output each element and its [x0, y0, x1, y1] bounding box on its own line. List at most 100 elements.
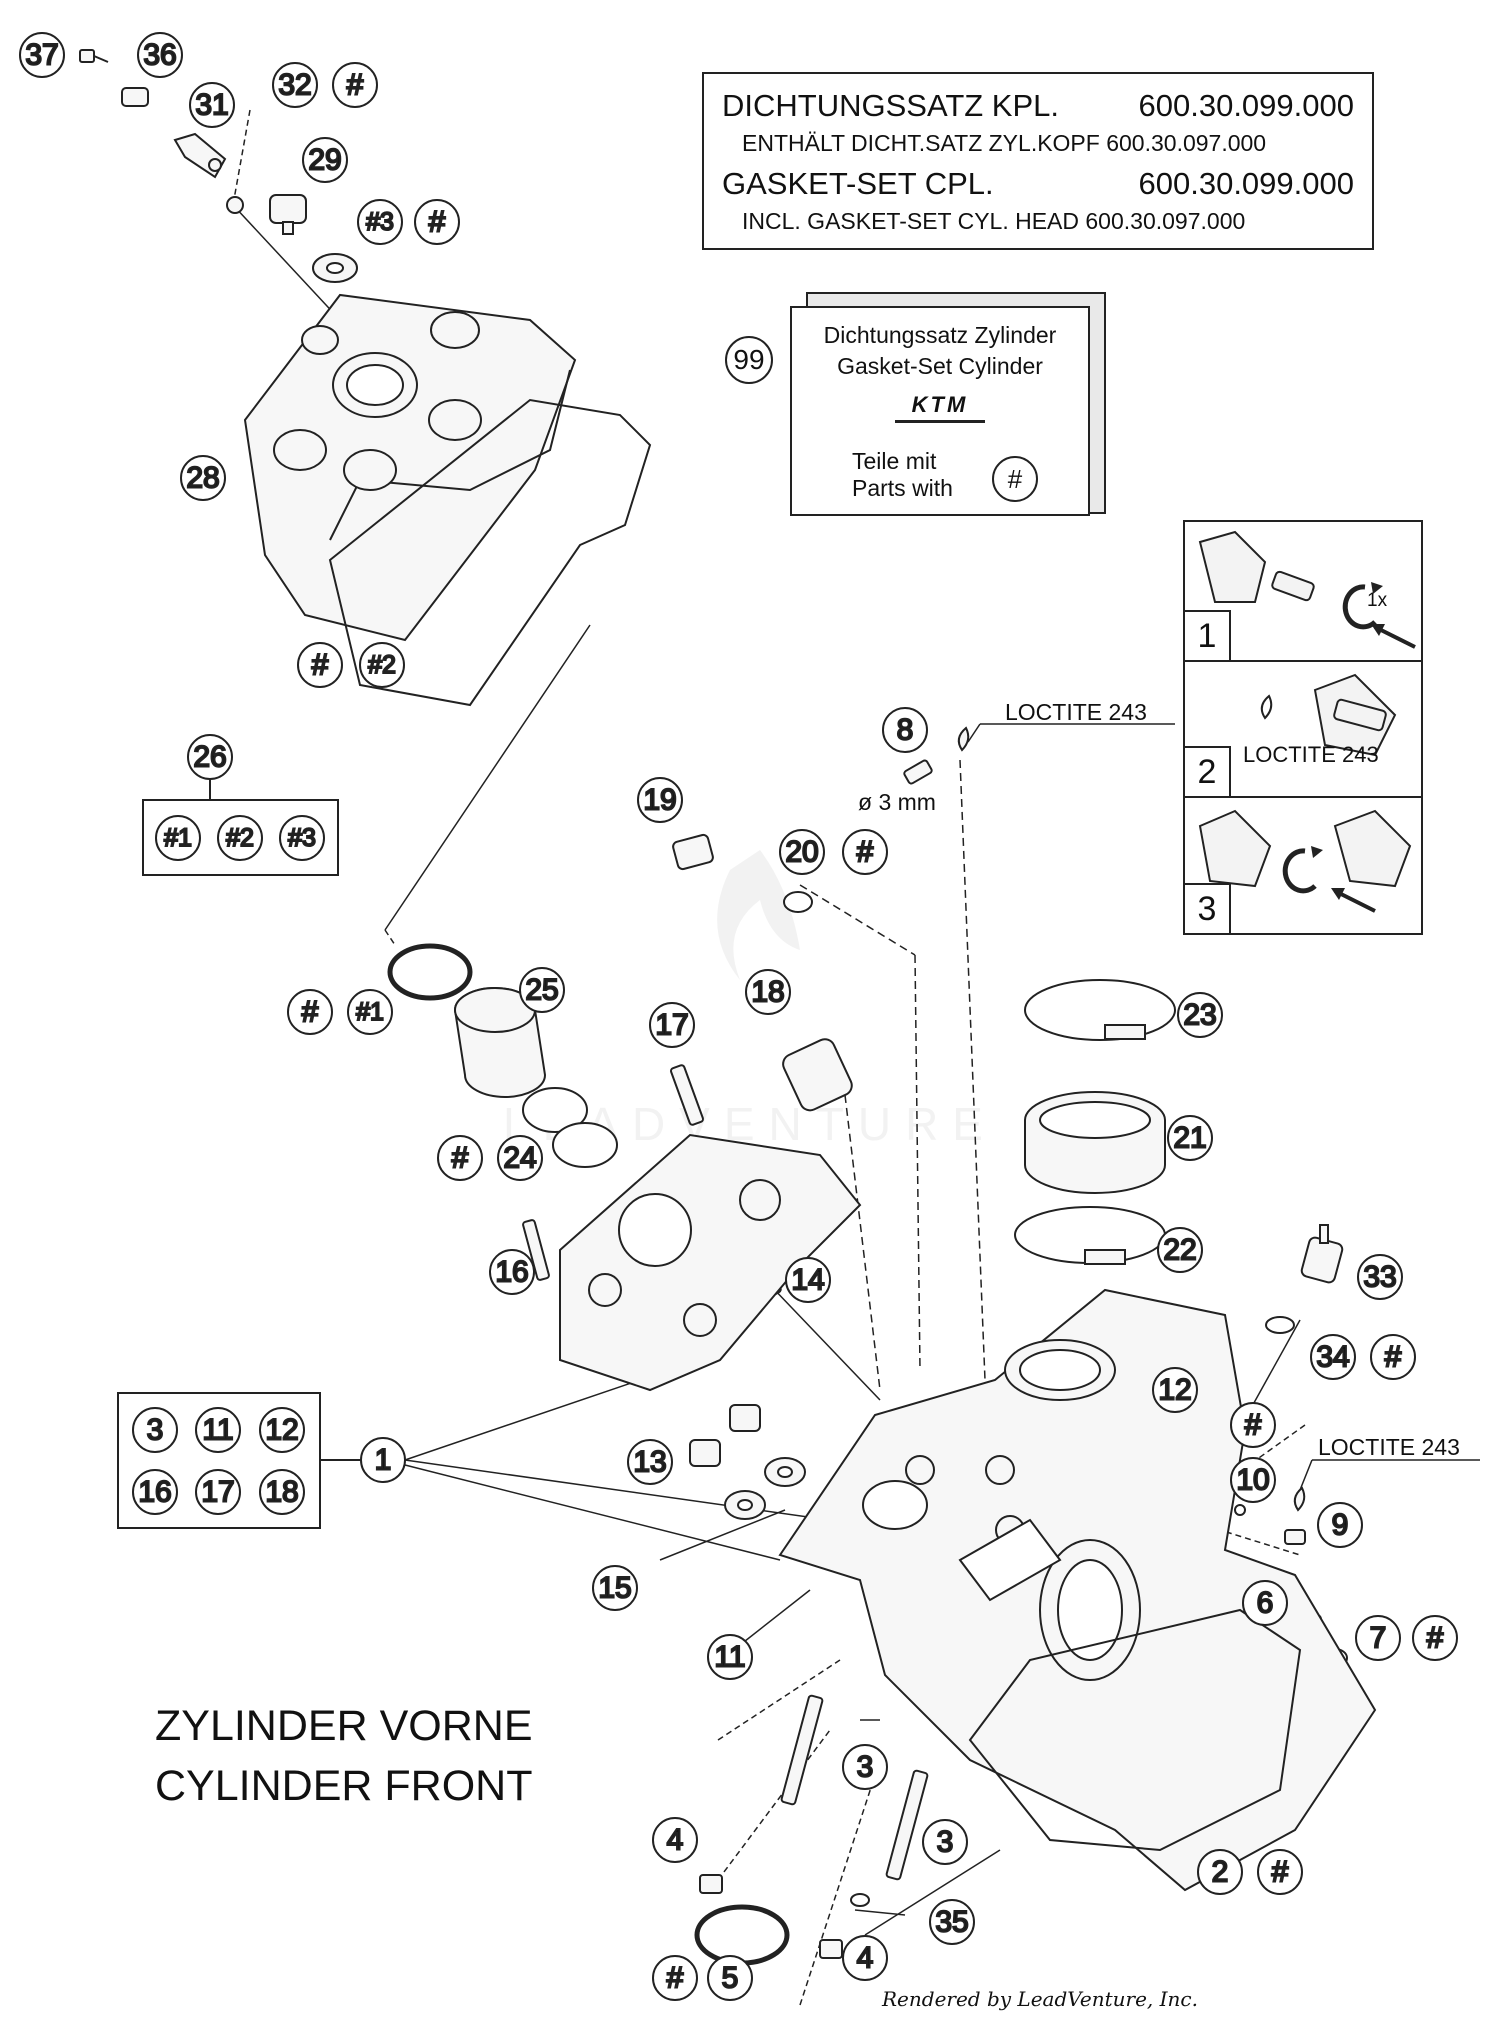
svg-text:#: #	[429, 206, 446, 239]
cylinder-kit-callout: 99	[725, 336, 773, 384]
svg-text:33: 33	[1363, 1261, 1396, 1294]
callout-33: 33	[1357, 1254, 1403, 1300]
svg-text:18: 18	[265, 1476, 298, 1509]
svg-text:20: 20	[785, 836, 818, 869]
svg-text:26: 26	[193, 741, 226, 774]
gasket-set-box: DICHTUNGSSATZ KPL. 600.30.099.000 ENTHÄL…	[702, 72, 1374, 250]
svg-text:#: #	[452, 1142, 469, 1175]
part-sensor-31	[173, 132, 227, 179]
cylinder-kit-package: Dichtungssatz Zylinder Gasket-Set Cylind…	[790, 306, 1090, 516]
callout-hash2: #2	[359, 642, 405, 688]
svg-text:15: 15	[598, 1572, 631, 1605]
svg-text:12: 12	[1158, 1374, 1191, 1407]
part-plug-19	[672, 833, 714, 871]
step-2-number: 2	[1185, 746, 1231, 796]
part-clamp-23	[1024, 979, 1176, 1041]
callout-3a: 3	[842, 1744, 888, 1790]
callout-hash-2: #	[1257, 1849, 1303, 1895]
diameter-label: ø 3 mm	[858, 789, 936, 815]
svg-text:#: #	[1272, 1856, 1289, 1889]
callout-9: 9	[1317, 1502, 1363, 1548]
part-nut-4b	[819, 1939, 843, 1959]
render-credit: Rendered by LeadVenture, Inc.	[882, 1987, 1198, 2011]
part-oring-35	[850, 1893, 870, 1907]
part-cam-carrier	[559, 1133, 862, 1392]
part-clamp-22	[1014, 1206, 1166, 1265]
part-studs-3	[780, 1694, 929, 1881]
callout-4a: 4	[652, 1817, 698, 1863]
step-2-drawing	[1260, 673, 1397, 757]
svg-text:#: #	[1245, 1409, 1262, 1442]
callout-hash3: #3	[357, 199, 403, 245]
svg-text:16: 16	[138, 1476, 171, 1509]
gasket-line3-name: GASKET-SET CPL.	[722, 166, 994, 201]
svg-text:3: 3	[937, 1826, 954, 1859]
callout-4b: 4	[842, 1935, 888, 1981]
callout-34: 34	[1310, 1334, 1356, 1380]
kit-line3: Teile mit	[852, 448, 937, 474]
kit-line1: Dichtungssatz Zylinder	[823, 322, 1057, 348]
part-nut-4	[699, 1874, 723, 1894]
callouts: 37 36 31 32 # 29 #3 # 28 # #2 8 19 20 # …	[19, 32, 1458, 2001]
kit-symbol-text: #	[1007, 463, 1023, 494]
part-oring-1	[387, 943, 473, 1001]
gasket-line1-number: 600.30.099.000	[1138, 88, 1355, 123]
callout-20: 20	[779, 829, 825, 875]
svg-text:10: 10	[1236, 1464, 1269, 1497]
loctite-label-top: LOCTITE 243	[1005, 699, 1147, 725]
svg-text:19: 19	[643, 784, 676, 817]
part-bolt-37	[79, 49, 109, 63]
callout-36: 36	[137, 32, 183, 78]
svg-text:#1: #1	[356, 998, 384, 1026]
gasket-line2: ENTHÄLT DICHT.SATZ ZYL.KOPF 600.30.097.0…	[742, 130, 1267, 156]
part-intake-boot-21	[1024, 1091, 1166, 1194]
svg-text:#2: #2	[368, 651, 396, 679]
part-oring-5	[694, 1904, 790, 1966]
part-seal-34	[1265, 1316, 1295, 1334]
svg-text:25: 25	[525, 974, 558, 1007]
step-1-number: 1	[1185, 610, 1231, 660]
svg-text:24: 24	[503, 1142, 536, 1175]
svg-text:7: 7	[1370, 1622, 1387, 1655]
gasket-line3-number: 600.30.099.000	[1138, 166, 1355, 201]
part-screw-16	[522, 1219, 550, 1281]
part-washer-3	[312, 253, 358, 283]
parts	[79, 49, 1377, 1966]
svg-text:35: 35	[935, 1906, 968, 1939]
callout-hash-28: #	[297, 642, 343, 688]
gasket-line4: INCL. GASKET-SET CYL. HEAD 600.30.097.00…	[742, 208, 1246, 234]
callout-22: 22	[1157, 1227, 1203, 1273]
svg-text:8: 8	[897, 714, 914, 747]
steps-panel: 1 1x 2 LOCTITE 243 3	[1183, 520, 1423, 935]
annotations: LOCTITE 243 ø 3 mm LOCTITE 243	[858, 699, 1480, 1491]
part-cap-25	[453, 987, 547, 1098]
svg-text:21: 21	[1173, 1122, 1206, 1155]
svg-text:29: 29	[308, 144, 341, 177]
set-26: 26 #1 #2 #3	[142, 734, 339, 876]
callout-31: 31	[189, 82, 235, 128]
part-oring-10	[1234, 1504, 1246, 1516]
callout-hash-3b: #	[414, 199, 460, 245]
svg-text:#3: #3	[288, 824, 316, 852]
cylinder-kit-number: 99	[733, 344, 765, 375]
callout-hash-32: #	[332, 62, 378, 108]
callout-12: 12	[1152, 1367, 1198, 1413]
svg-text:4: 4	[667, 1824, 684, 1857]
part-sensor-33	[1300, 1224, 1344, 1284]
svg-text:22: 22	[1163, 1234, 1196, 1267]
callout-28: 28	[180, 455, 226, 501]
svg-text:1: 1	[375, 1444, 392, 1477]
svg-text:36: 36	[143, 39, 176, 72]
callout-hash-24: #	[437, 1135, 483, 1181]
part-nuts-13	[689, 1404, 761, 1467]
svg-text:#1: #1	[164, 824, 192, 852]
part-head-gasket-2	[968, 1608, 1302, 1852]
svg-text:17: 17	[655, 1009, 688, 1042]
svg-text:2: 2	[1212, 1856, 1229, 1889]
svg-text:13: 13	[633, 1446, 666, 1479]
svg-text:#: #	[667, 1962, 684, 1995]
ktm-logo: KTM	[895, 392, 985, 423]
svg-text:5: 5	[722, 1962, 739, 1995]
svg-text:#3: #3	[366, 208, 394, 236]
